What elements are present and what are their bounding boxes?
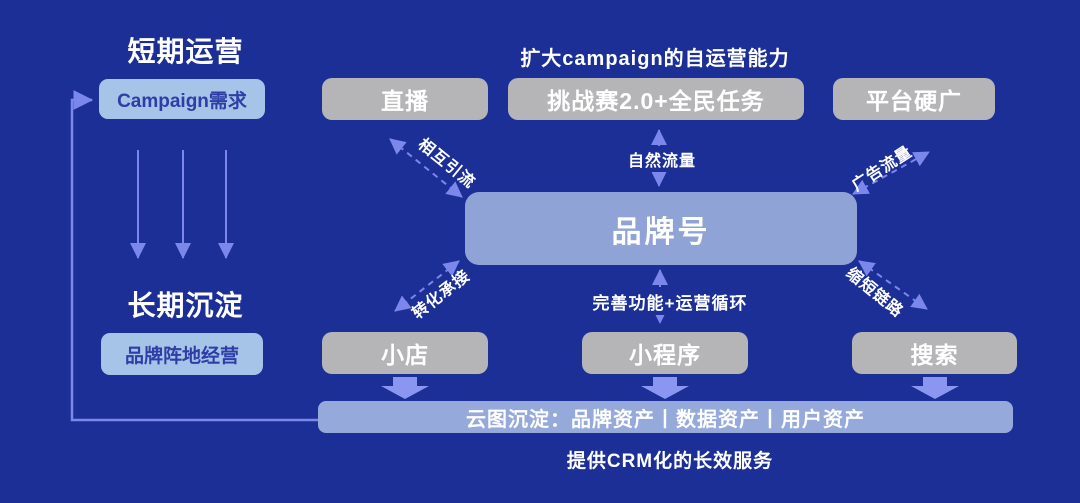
node-challenge-task: 挑战赛2.0+全民任务 bbox=[508, 78, 804, 120]
brand-position-node: 品牌阵地经营 bbox=[101, 333, 263, 375]
node-brand-account: 品牌号 bbox=[465, 192, 857, 265]
edge-label-shorten-path: 缩短链路 bbox=[842, 264, 907, 321]
short-term-title: 短期运营 bbox=[127, 36, 244, 67]
edge-label-function-loop: 完善功能+运营循环 bbox=[577, 288, 763, 315]
node-platform-ads: 平台硬广 bbox=[833, 78, 995, 120]
node-live-streaming: 直播 bbox=[322, 78, 488, 120]
cloud-deposit-bar: 云图沉淀：品牌资产丨数据资产丨用户资产 bbox=[318, 401, 1013, 433]
edge-label-organic-traffic: 自然流量 bbox=[617, 146, 707, 172]
node-shop: 小店 bbox=[322, 332, 488, 374]
node-miniapp: 小程序 bbox=[582, 332, 748, 374]
campaign-demand-node: Campaign需求 bbox=[99, 79, 265, 119]
block-arrow-shop bbox=[381, 377, 429, 399]
crm-caption: 提供CRM化的长效服务 bbox=[566, 451, 774, 472]
node-search: 搜索 bbox=[852, 332, 1017, 374]
long-term-title: 长期沉淀 bbox=[127, 290, 244, 321]
top-caption: 扩大campaign的自运营能力 bbox=[520, 48, 790, 70]
block-arrow-miniapp bbox=[641, 377, 689, 399]
block-arrow-search bbox=[911, 377, 959, 399]
edge-label-mutual-flow: 相互引流 bbox=[414, 135, 479, 192]
edge-label-ad-traffic: 广告流量 bbox=[849, 143, 916, 195]
edge-label-conversion: 转化承接 bbox=[409, 267, 474, 323]
